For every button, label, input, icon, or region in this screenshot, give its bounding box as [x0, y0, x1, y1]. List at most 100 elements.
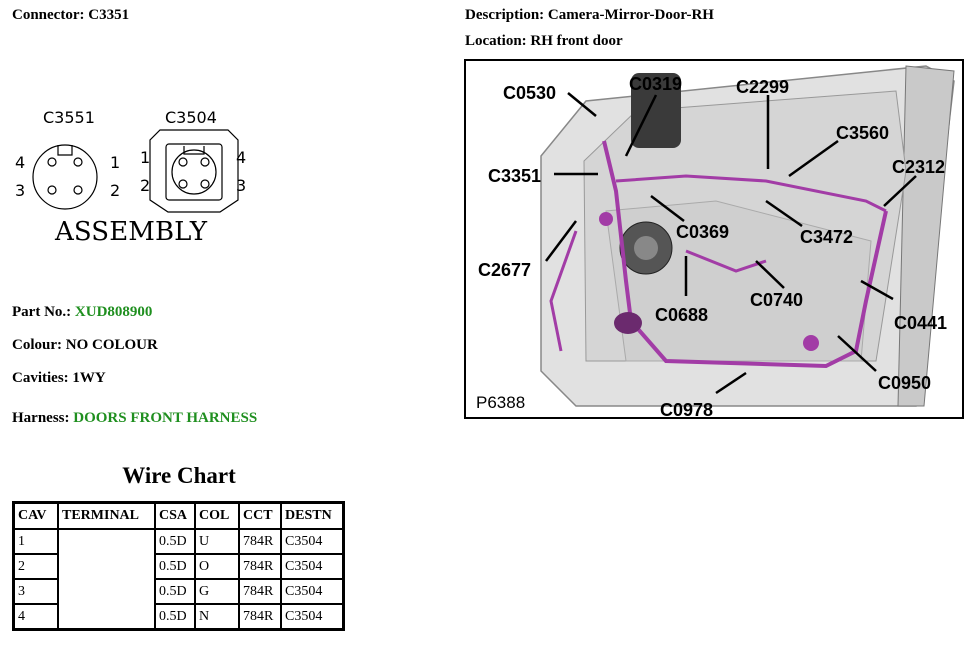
right-pin-label: 4: [236, 148, 246, 167]
harness-branch: [685, 249, 767, 273]
cav-cell: 4: [12, 603, 59, 631]
cavities-label: Cavities:: [12, 370, 69, 386]
part-number-link[interactable]: XUD808900: [74, 304, 153, 320]
csa-cell: 0.5D: [154, 578, 196, 605]
door-pillar: [897, 65, 955, 407]
column-header: CAV: [12, 501, 59, 530]
column-header: COL: [194, 501, 240, 530]
left-pin-1: [73, 157, 83, 167]
left-connector-key: [57, 145, 73, 156]
callout-label: C0441: [894, 313, 947, 333]
speaker-cone: [634, 236, 658, 260]
callout-label: C3472: [800, 227, 853, 247]
assembly-label: ASSEMBLY: [54, 217, 208, 247]
left-pin-label: 1: [110, 153, 120, 172]
door-location-image: C0530 C0319 C2299 C3560 C3351 C2312 C036…: [464, 59, 964, 419]
right-pin-label: 2: [140, 176, 150, 195]
wire-chart-header-row: CAV TERMINAL CSA COL CCT DESTN: [12, 501, 345, 530]
right-connector-inner: [165, 143, 223, 201]
location-line: Location: RH front door: [465, 33, 623, 50]
csa-cell: 0.5D: [154, 553, 196, 580]
part-number-label: Part No.:: [12, 304, 72, 320]
col-cell: G: [194, 578, 240, 605]
column-header: DESTN: [280, 501, 345, 530]
harness-upper: [615, 174, 887, 213]
callout-label: C3560: [836, 123, 889, 143]
callout-label: C0319: [629, 74, 682, 94]
harness-line: Harness: DOORS FRONT HARNESS: [12, 410, 257, 427]
description-value: Camera-Mirror-Door-RH: [547, 7, 714, 23]
callout-label: C0688: [655, 305, 708, 325]
left-pin-label: 3: [15, 181, 25, 200]
callout-label: C0530: [503, 83, 556, 103]
harness-main: [602, 140, 888, 369]
callout-label: C0978: [660, 400, 713, 417]
right-connector-label: C3504: [165, 108, 217, 127]
colour-line: Colour: NO COLOUR: [12, 337, 158, 354]
table-row: 1 0.5D U 784R C3504: [12, 528, 345, 631]
description-label: Description:: [465, 7, 545, 23]
harness-link[interactable]: DOORS FRONT HARNESS: [73, 410, 258, 426]
csa-cell: 0.5D: [154, 603, 196, 631]
csa-cell: 0.5D: [154, 528, 196, 555]
left-connector-label: C3551: [43, 108, 95, 127]
photo-ref-box: [470, 389, 534, 413]
cav-cell: 1: [12, 528, 59, 555]
right-pin-1: [178, 157, 188, 167]
left-connector-shell: [32, 144, 98, 210]
destn-cell: C3504: [280, 553, 345, 580]
location-value: RH front door: [530, 33, 623, 49]
left-pin-2: [73, 185, 83, 195]
connector-line: Connector: C3351: [12, 7, 129, 24]
grommet-lower: [803, 335, 819, 351]
right-connector-shell: [149, 129, 239, 213]
colour-label: Colour:: [12, 337, 62, 353]
left-pin-label: 4: [15, 153, 25, 172]
left-pin-label: 2: [110, 181, 120, 200]
right-pin-label: 1: [140, 148, 150, 167]
column-header: CCT: [238, 501, 282, 530]
callout-arrows: [545, 92, 917, 395]
cct-cell: 784R: [238, 553, 282, 580]
wire-chart-title: Wire Chart: [122, 463, 236, 488]
table-row: 4 0.5D N 784R C3504: [12, 603, 345, 631]
right-pin-label: 3: [236, 176, 246, 195]
callout-label: C3351: [488, 166, 541, 186]
terminal-cell: [57, 528, 156, 631]
col-cell: N: [194, 603, 240, 631]
connector-value: C3351: [88, 7, 130, 23]
door-illustration: C0530 C0319 C2299 C3560 C3351 C2312 C036…: [470, 65, 955, 417]
destn-cell: C3504: [280, 603, 345, 631]
colour-value: NO COLOUR: [65, 337, 158, 353]
mirror-housing: [631, 73, 681, 148]
col-cell: O: [194, 553, 240, 580]
col-cell: U: [194, 528, 240, 555]
connector-label: Connector:: [12, 7, 85, 23]
right-pin-2: [178, 179, 188, 189]
right-pin-3: [200, 179, 210, 189]
right-pin-4: [200, 157, 210, 167]
right-connector-key: [183, 146, 205, 155]
cav-cell: 3: [12, 578, 59, 605]
location-label: Location:: [465, 33, 527, 49]
destn-cell: C3504: [280, 528, 345, 555]
column-header: TERMINAL: [57, 501, 156, 530]
part-number-line: Part No.: XUD808900: [12, 304, 152, 321]
callout-label: C2677: [478, 260, 531, 280]
table-row: 2 0.5D O 784R C3504: [12, 553, 345, 580]
left-pin-3: [47, 185, 57, 195]
callout-label: C2312: [892, 157, 945, 177]
callout-label: C0950: [878, 373, 931, 393]
column-header: CSA: [154, 501, 196, 530]
callout-label: C0369: [676, 222, 729, 242]
cavities-line: Cavities: 1WY: [12, 370, 106, 387]
cav-cell: 2: [12, 553, 59, 580]
harness-label: Harness:: [12, 410, 70, 426]
connector-face-diagram: C3551 C3504 4 1 3 2 1 4 2 3 ASSEMBLY: [15, 108, 246, 247]
left-pin-4: [47, 157, 57, 167]
grommet: [614, 312, 642, 334]
right-connector-ring: [171, 149, 217, 195]
callout-labels: C0530 C0319 C2299 C3560 C3351 C2312 C036…: [478, 74, 947, 417]
callout-label: C2299: [736, 77, 789, 97]
harness-left: [549, 230, 578, 352]
